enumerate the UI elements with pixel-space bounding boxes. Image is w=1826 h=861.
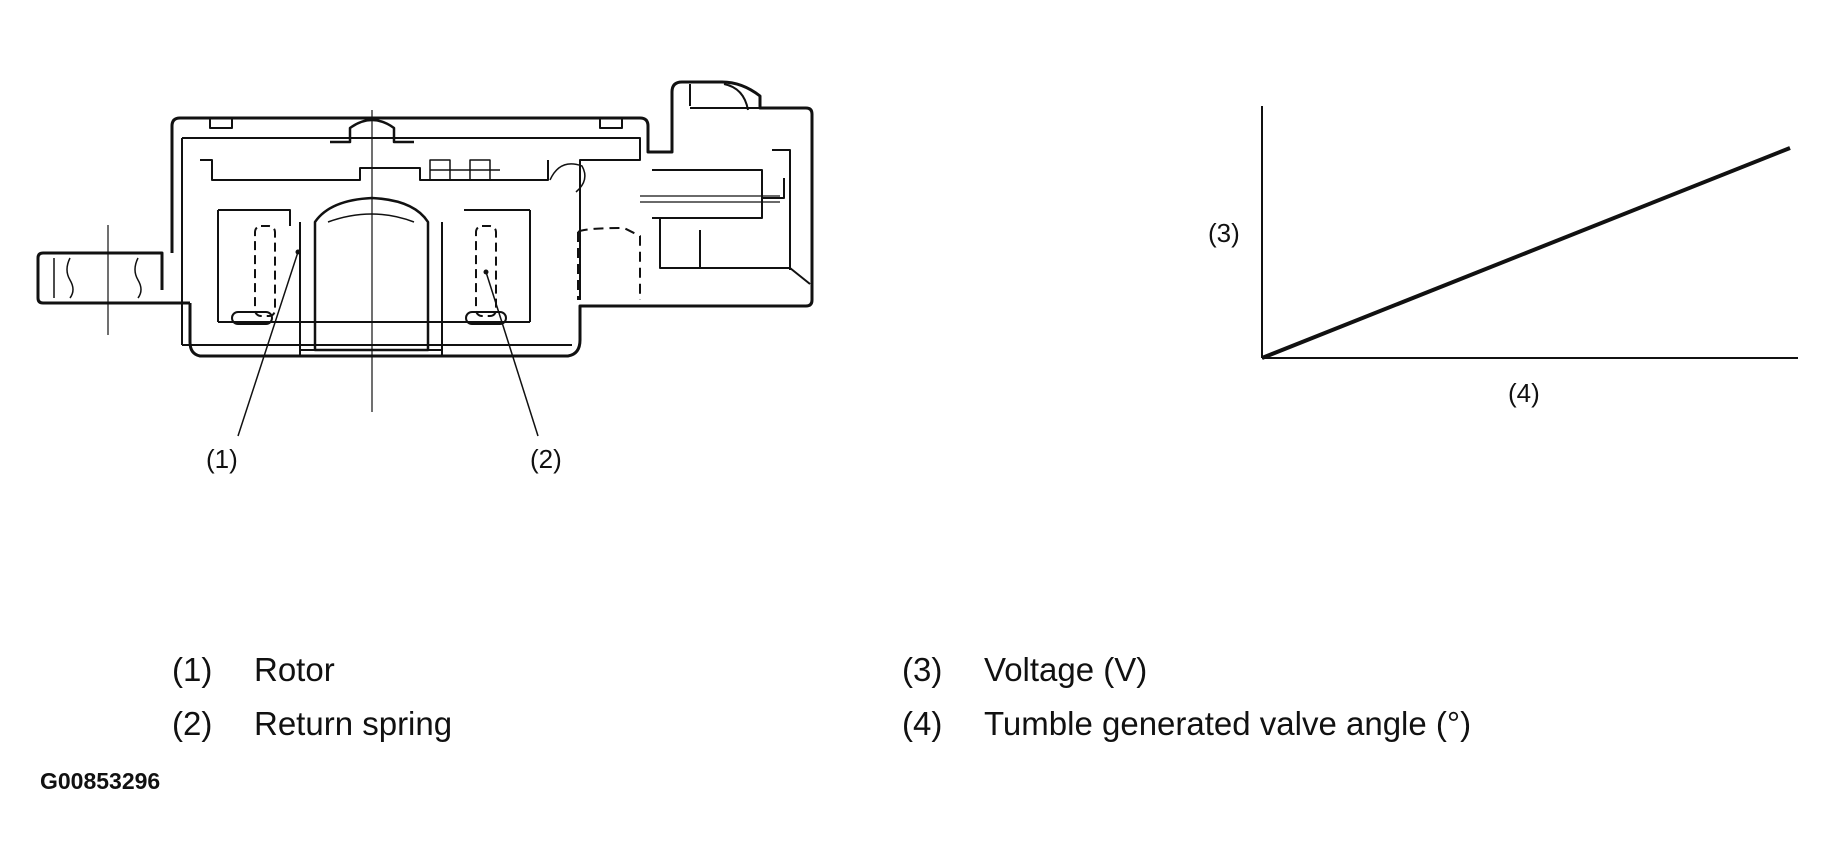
series-line [1261,146,1791,360]
legend-text: Return spring [254,705,453,742]
callout-spring: (2) [530,444,562,474]
mounting-flange [36,251,164,298]
legend-right: (3) Voltage (V) (4) Tumble generated valve… [902,650,1471,744]
legend-text: Tumble generated valve angle (°) [984,705,1472,742]
figure-id: G00853296 [40,768,161,794]
legend-text: Voltage (V) [984,651,1148,688]
voltage-angle-chart: (3) (4) [1208,106,1798,408]
legend-item-rotor: (1) Rotor [172,650,452,690]
legend-item-voltage: (3) Voltage (V) [902,650,1471,690]
legend-number: (4) [902,705,943,742]
legend-left: (1) Rotor (2) Return spring [172,650,452,744]
return-spring [231,225,507,325]
rotor [295,196,443,357]
x-axis-label: (4) [1508,378,1540,408]
legend-item-valve-angle: (4) Tumble generated valve angle (°) [902,704,1471,744]
leader-line-2 [485,271,539,437]
y-axis-label: (3) [1208,218,1240,248]
legend-number: (1) [172,651,213,688]
legend-number: (2) [172,705,213,742]
leader-line-1 [237,251,299,437]
legend-item-return-spring: (2) Return spring [172,704,452,744]
callout-rotor: (1) [206,444,238,474]
housing-outline [170,80,814,358]
legend-number: (3) [902,651,943,688]
inner-housing [182,137,641,300]
sensor-cross-section [36,80,814,437]
legend-text: Rotor [254,651,335,688]
connector [640,149,811,285]
